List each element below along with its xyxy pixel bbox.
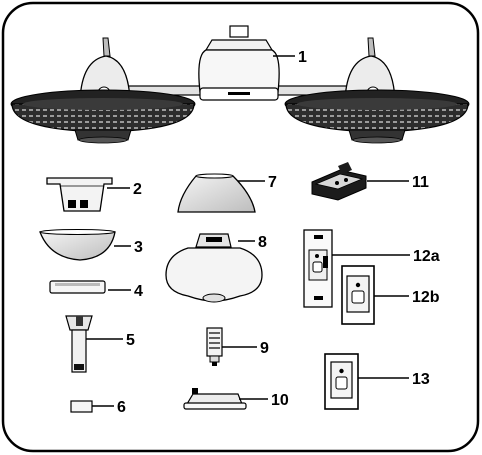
label-4: 4 [134, 283, 143, 300]
callout-labels: 1 2 3 4 5 6 7 8 9 10 11 12a 12b 13 [117, 49, 440, 416]
wall-control-cover-icon [324, 353, 359, 410]
switch-housing-cap-icon [183, 388, 247, 410]
label-12b: 12b [412, 289, 440, 306]
downrod-icon [65, 315, 93, 373]
dome-shade-icon [177, 173, 256, 213]
label-7: 7 [268, 174, 277, 191]
label-12a: 12a [413, 248, 440, 265]
wall-control-icon [303, 229, 333, 308]
label-2: 2 [133, 181, 142, 198]
label-13: 13 [412, 371, 430, 388]
label-8: 8 [258, 234, 267, 251]
receiver-icon [311, 162, 367, 201]
wall-plate-icon [341, 265, 375, 325]
coupling-cover-icon [70, 400, 93, 413]
leader-lines [86, 55, 410, 407]
light-kit-icon [165, 233, 263, 303]
label-3: 3 [134, 239, 143, 256]
label-10: 10 [271, 392, 289, 409]
canopy-ring-icon [49, 280, 106, 294]
dual-fan-assembly-icon [10, 25, 470, 144]
canopy-icon [39, 229, 116, 261]
label-5: 5 [126, 332, 135, 349]
label-6: 6 [117, 399, 126, 416]
label-9: 9 [260, 340, 269, 357]
label-11: 11 [412, 174, 429, 191]
mounting-bracket-icon [46, 177, 113, 212]
label-1: 1 [298, 49, 307, 66]
led-bulb-icon [206, 327, 223, 366]
